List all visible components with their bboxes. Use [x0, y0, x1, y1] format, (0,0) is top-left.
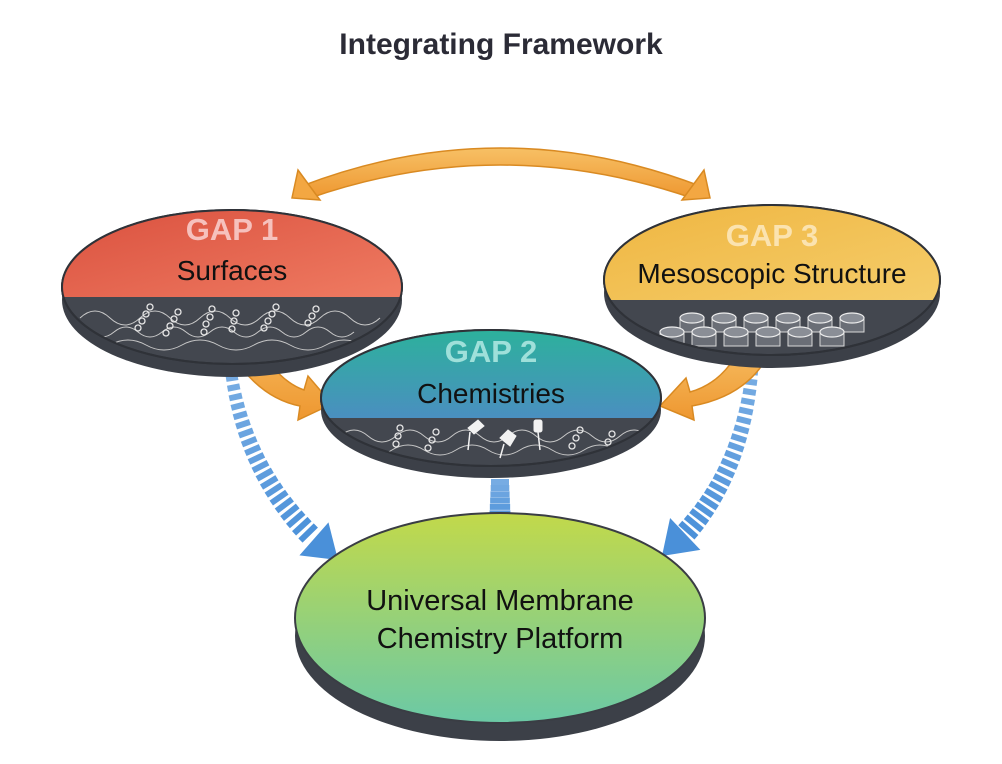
pore-cylinder [755, 326, 781, 347]
pore-cylinder [787, 326, 813, 347]
gap1-label: Surfaces [177, 255, 288, 286]
gap3-tag: GAP 3 [726, 218, 818, 253]
pore-cylinder [743, 312, 769, 333]
dashed-arrow-gap3-platform [662, 368, 759, 556]
gap2-molecule-icons [467, 419, 543, 459]
gap1-node: GAP 1 Surfaces [61, 209, 403, 377]
gap3-pore-texture [659, 312, 865, 347]
gap2-polymer-texture [339, 429, 649, 456]
diagram-title: Integrating Framework [339, 28, 663, 61]
pore-cylinder [819, 326, 845, 347]
platform-label-line1: Universal Membrane [366, 585, 634, 617]
gap2-tag: GAP 2 [445, 334, 537, 369]
platform-label-line2: Chemistry Platform [377, 623, 624, 655]
pore-cylinder [723, 326, 749, 347]
gap3-label: Mesoscopic Structure [637, 258, 906, 289]
platform-node: Universal Membrane Chemistry Platform [294, 512, 706, 741]
arrow-gap1-gap3 [291, 147, 711, 201]
gap2-label: Chemistries [417, 378, 565, 409]
gap2-node: GAP 2 Chemistries [320, 329, 662, 478]
gap3-node: GAP 3 Mesoscopic Structure [603, 204, 941, 368]
pore-cylinder [691, 326, 717, 347]
dashed-arrows [225, 368, 759, 568]
pore-cylinder [807, 312, 833, 333]
pore-cylinder [839, 312, 865, 333]
gap1-tag: GAP 1 [186, 212, 278, 247]
